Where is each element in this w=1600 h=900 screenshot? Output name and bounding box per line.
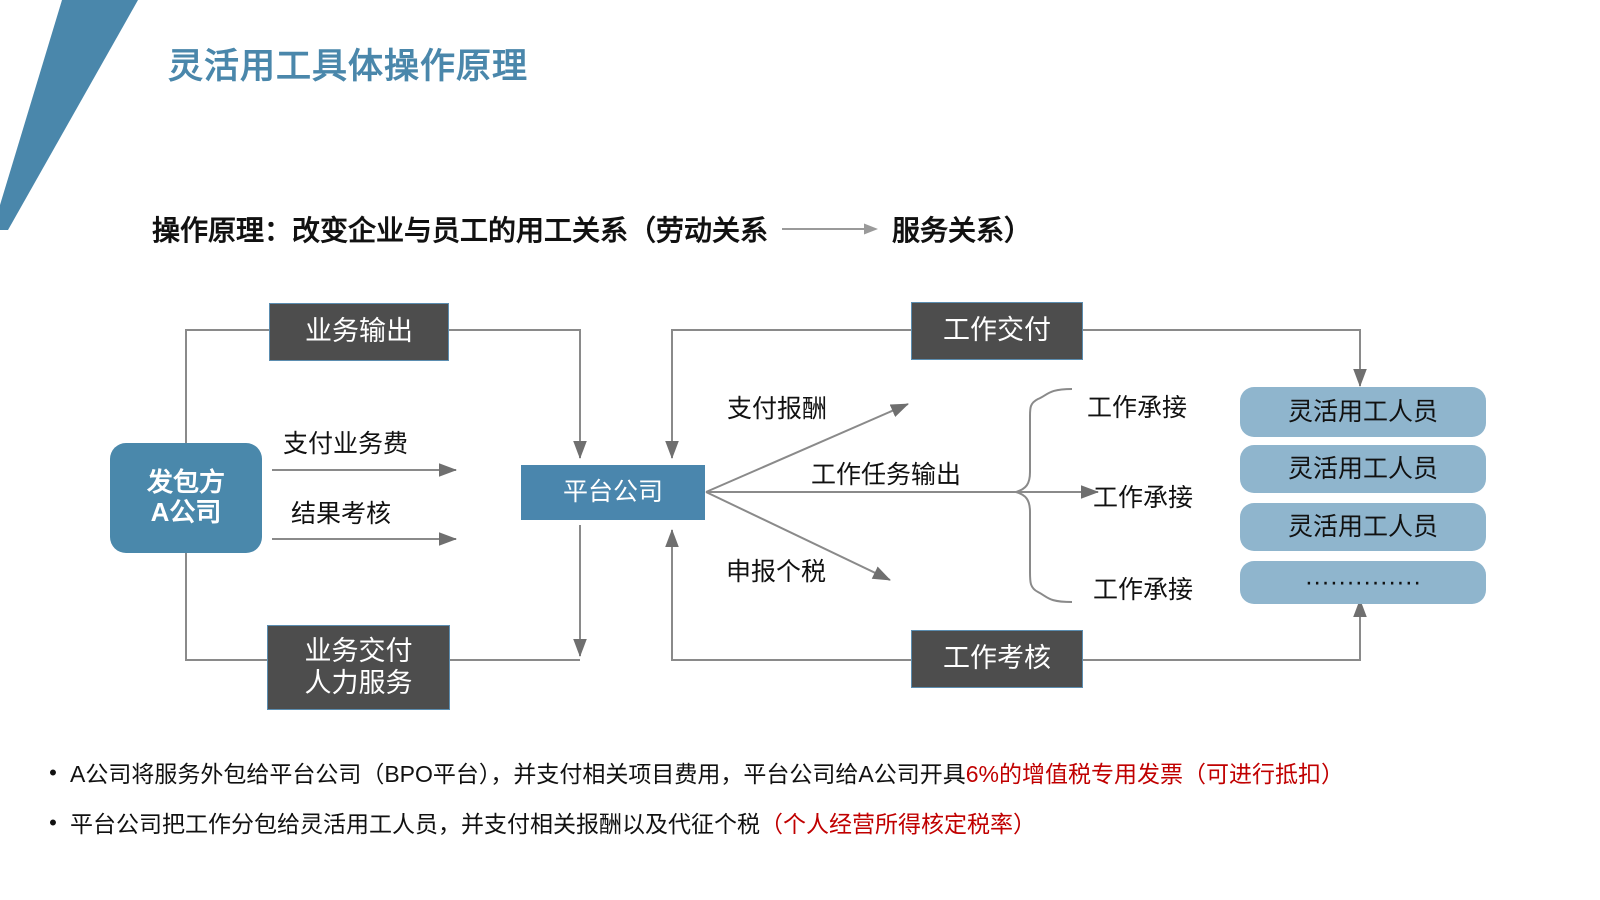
node-work-delivery-label: 工作交付 (943, 315, 1051, 346)
worker-box-4-label: ·············· (1304, 568, 1422, 597)
edge-label-accept-work-2: 工作承接 (1093, 484, 1194, 512)
node-work-assessment[interactable]: 工作考核 (911, 630, 1083, 688)
worker-box-2[interactable]: 灵活用工人员 (1240, 445, 1486, 493)
edge-label-pay-service-fee: 支付业务费 (283, 430, 409, 458)
node-business-delivery-line2: 人力服务 (304, 667, 413, 698)
worker-box-3[interactable]: 灵活用工人员 (1240, 503, 1486, 551)
node-client-line2: A公司 (150, 497, 222, 527)
node-client-line1: 发包方 (146, 467, 225, 498)
node-platform-company-label: 平台公司 (562, 478, 663, 507)
bullet-1-plain: A公司将服务外包给平台公司（BPO平台），并支付相关项目费用，平台公司给A公司开… (70, 761, 966, 787)
node-business-delivery-line1: 业务交付 (304, 636, 413, 667)
page-title: 灵活用工具体操作原理 (168, 47, 529, 86)
list-item: • 平台公司把工作分包给灵活用工人员，并支付相关报酬以及代征个税（个人经营所得核… (36, 808, 1576, 840)
worker-box-1[interactable]: 灵活用工人员 (1240, 387, 1486, 437)
node-platform-company[interactable]: 平台公司 (521, 465, 705, 520)
node-client-company[interactable]: 发包方 A公司 (110, 443, 262, 553)
edge-label-task-output: 工作任务输出 (811, 461, 962, 489)
bullet-text-2: 平台公司把工作分包给灵活用工人员，并支付相关报酬以及代征个税（个人经营所得核定税… (70, 808, 1576, 840)
subtitle-after-text: 服务关系） (892, 215, 1033, 246)
worker-box-3-label: 灵活用工人员 (1287, 512, 1438, 541)
bullet-marker: • (49, 760, 57, 785)
bullet-text-1: A公司将服务外包给平台公司（BPO平台），并支付相关项目费用，平台公司给A公司开… (70, 758, 1576, 790)
bullet-2-highlight: （个人经营所得核定税率） (760, 811, 1036, 838)
node-business-output-label: 业务输出 (305, 316, 413, 347)
node-work-delivery[interactable]: 工作交付 (911, 302, 1083, 360)
node-business-delivery[interactable]: 业务交付 人力服务 (267, 625, 450, 710)
edge-label-accept-work-1: 工作承接 (1087, 394, 1188, 422)
edge-label-pay-remuneration: 支付报酬 (727, 395, 828, 423)
list-item: • A公司将服务外包给平台公司（BPO平台），并支付相关项目费用，平台公司给A公… (36, 758, 1576, 790)
worker-box-1-label: 灵活用工人员 (1287, 397, 1438, 426)
node-business-output[interactable]: 业务输出 (269, 303, 449, 361)
subtitle-before-text: 操作原理：改变企业与员工的用工关系（劳动关系 (152, 215, 769, 246)
edge-label-result-assessment: 结果考核 (291, 500, 392, 528)
bullet-list: • A公司将服务外包给平台公司（BPO平台），并支付相关项目费用，平台公司给A公… (36, 758, 1576, 858)
subtitle: 操作原理：改变企业与员工的用工关系（劳动关系 服务关系） (152, 209, 1032, 249)
right-arrow-icon (782, 223, 879, 235)
edge-label-declare-tax: 申报个税 (726, 558, 827, 586)
corner-stripe-decoration (0, 0, 138, 230)
edge-label-accept-work-3: 工作承接 (1093, 576, 1194, 604)
worker-box-4[interactable]: ·············· (1240, 561, 1486, 604)
bullet-2-plain: 平台公司把工作分包给灵活用工人员，并支付相关报酬以及代征个税 (70, 811, 760, 838)
bullet-marker: • (49, 810, 57, 836)
worker-box-2-label: 灵活用工人员 (1287, 454, 1438, 483)
node-work-assessment-label: 工作考核 (943, 643, 1051, 674)
bullet-1-highlight: 6%的增值税专用发票（可进行抵扣） (965, 761, 1345, 787)
